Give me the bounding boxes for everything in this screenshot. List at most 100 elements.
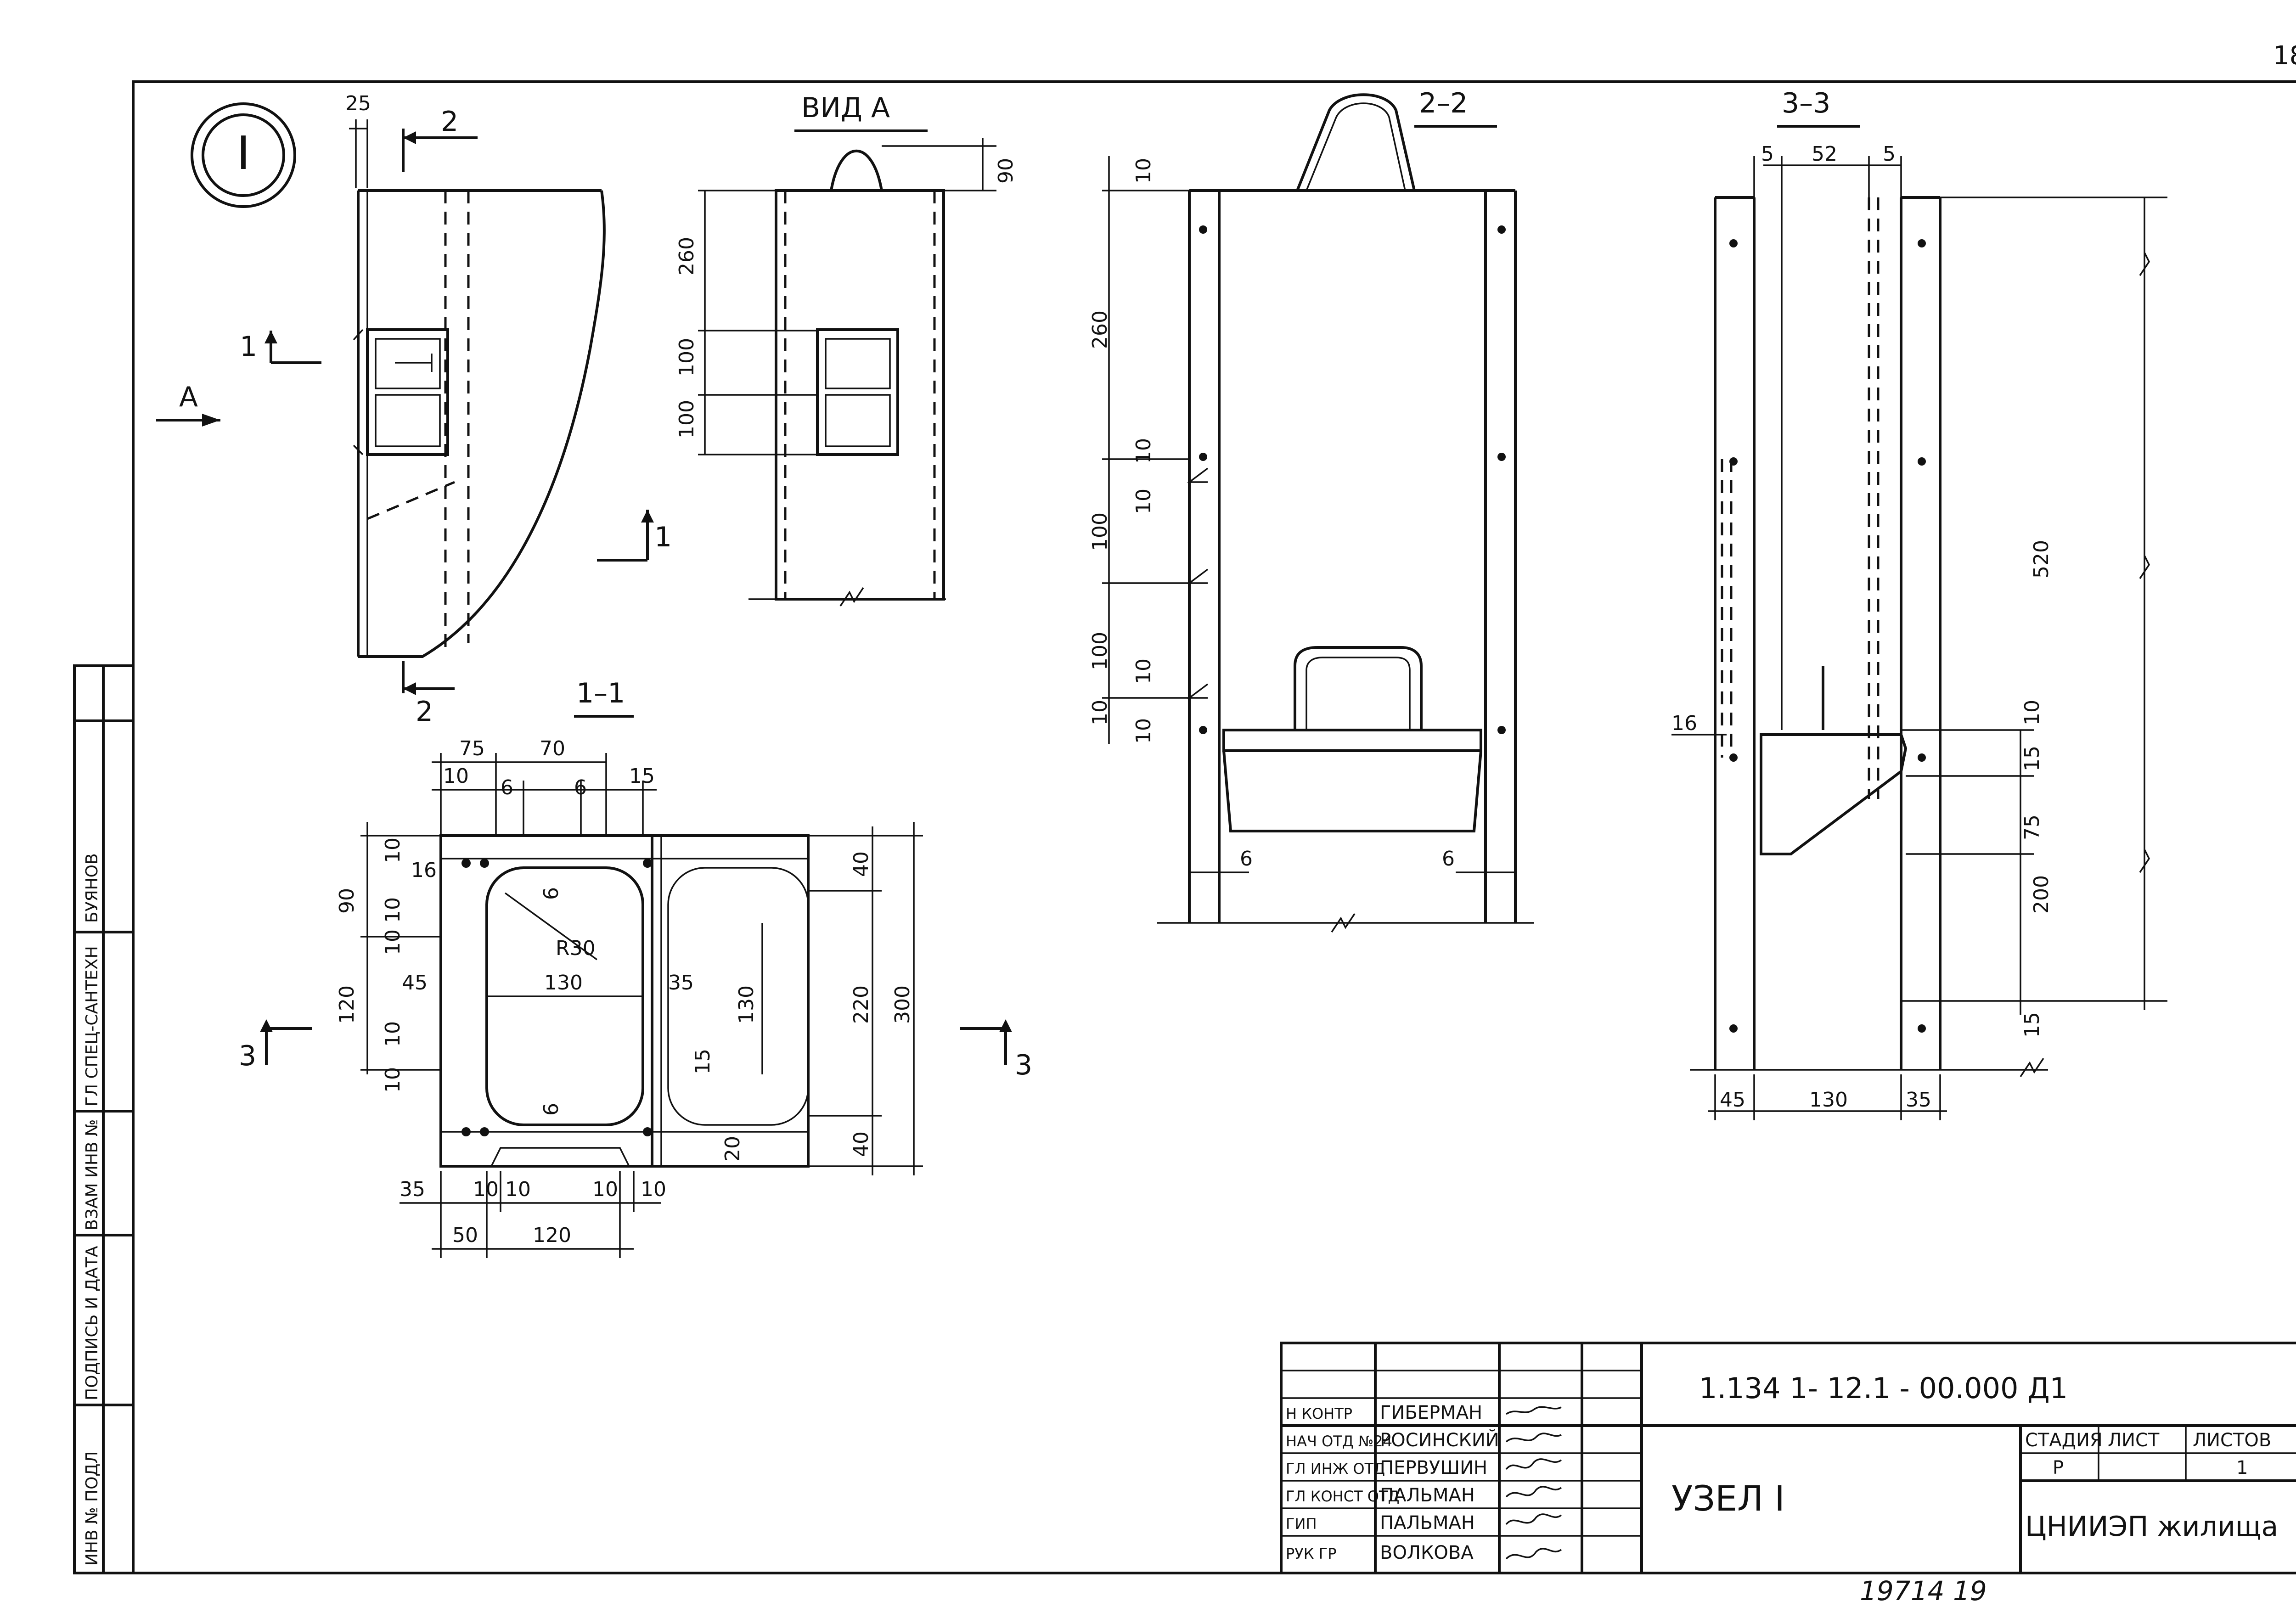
dim-sec1-10-b3: 10 bbox=[592, 1178, 618, 1201]
dim-sec1-6a: 6 bbox=[501, 776, 513, 799]
stage-value: Р bbox=[2053, 1457, 2064, 1478]
view-a-title: ВИД А bbox=[801, 92, 890, 124]
node-marker-label: I bbox=[236, 126, 250, 180]
dim-sec3-520: 520 bbox=[2030, 540, 2053, 579]
dim-sec1-45: 45 bbox=[402, 971, 428, 995]
dim-view-a-100-1: 100 bbox=[675, 338, 698, 376]
dim-sec1-10-l4: 10 bbox=[381, 1021, 405, 1047]
section-1-title: 1–1 bbox=[576, 677, 625, 709]
cut-1-right-label: 1 bbox=[654, 521, 672, 553]
dim-sec3-52: 52 bbox=[1812, 142, 1837, 166]
sheet-name: УЗЕЛ I bbox=[1671, 1478, 1785, 1519]
dim-sec1-6-inner-top: 6 bbox=[540, 887, 563, 900]
section-3-3: 3–3 5 52 5 bbox=[1671, 87, 2167, 1120]
dim-sec2-6-right: 6 bbox=[1442, 847, 1455, 871]
name-4: ПАЛЬМАН bbox=[1380, 1512, 1475, 1534]
role-2: ГЛ ИНЖ ОТД bbox=[1286, 1460, 1385, 1478]
cut-2-top-label: 2 bbox=[441, 106, 458, 138]
name-0: ГИБЕРМАН bbox=[1380, 1402, 1482, 1423]
role-4: ГИП bbox=[1286, 1515, 1317, 1533]
name-1: РОСИНСКИЙ bbox=[1380, 1429, 1499, 1451]
stamp-label-name: БУЯНОВ bbox=[83, 853, 101, 923]
dim-sec3-10: 10 bbox=[2020, 700, 2044, 725]
cut-3-left-label: 3 bbox=[239, 1040, 256, 1072]
signature-scribbles bbox=[1505, 1406, 1562, 1560]
organization: ЦНИИЭП жилища bbox=[2025, 1511, 2278, 1543]
name-5: ВОЛКОВА bbox=[1380, 1542, 1474, 1563]
stamp-label-spec: ГЛ СПЕЦ-САНТЕХН bbox=[83, 946, 101, 1107]
dim-sec1-35-bottom: 35 bbox=[400, 1178, 425, 1201]
dim-view-a-100-2: 100 bbox=[675, 400, 698, 438]
page-number: 18 bbox=[2273, 41, 2296, 71]
stamp-label-inv-original: ИНВ № ПОДЛ bbox=[83, 1451, 101, 1566]
dim-sec1-220: 220 bbox=[850, 985, 873, 1024]
dim-sec3-200: 200 bbox=[2030, 875, 2053, 914]
view-a: ВИД А 260 100 100 90 bbox=[675, 92, 1018, 607]
dim-sec1-70: 70 bbox=[540, 737, 565, 760]
dim-sec1-75: 75 bbox=[459, 737, 485, 760]
section-3-title: 3–3 bbox=[1782, 87, 1830, 119]
dim-view-a-260: 260 bbox=[675, 237, 698, 275]
dim-sec3-15b: 15 bbox=[2020, 1012, 2044, 1038]
title-block: 1.134 1- 12.1 - 00.000 Д1 УЗЕЛ I СТАДИЯ … bbox=[1280, 1342, 2296, 1574]
dim-sec3-130: 130 bbox=[1809, 1088, 1848, 1112]
dim-sec1-40-bottom: 40 bbox=[850, 1131, 873, 1157]
section-1-1: 1–1 75 70 10 6 6 15 90 bbox=[239, 677, 1032, 1258]
dim-sec1-300: 300 bbox=[891, 985, 914, 1024]
dim-sec1-10-b2: 10 bbox=[505, 1178, 531, 1201]
stamp-label-signature-date: ПОДПИСЬ И ДАТА bbox=[83, 1246, 101, 1400]
dim-sec1-6b: 6 bbox=[574, 776, 587, 799]
name-3: ПАЛЬМАН bbox=[1380, 1485, 1475, 1506]
stamp-label-inv-replace: ВЗАМ ИНВ № bbox=[83, 1119, 101, 1231]
dim-sec1-90: 90 bbox=[335, 888, 359, 914]
dim-sec2-100b: 100 bbox=[1088, 632, 1112, 670]
dim-sec3-35: 35 bbox=[1906, 1088, 1931, 1112]
dim-sec1-130-h: 130 bbox=[544, 971, 583, 995]
dim-sec1-120: 120 bbox=[335, 985, 359, 1024]
stage-header: СТАДИЯ bbox=[2025, 1430, 2103, 1451]
plan-view: 25 2 2 1 1 A bbox=[156, 92, 672, 728]
dim-sec2-10d: 10 bbox=[1132, 658, 1155, 684]
dim-sec1-6-inner-bottom: 6 bbox=[540, 1103, 563, 1116]
dim-sec3-45: 45 bbox=[1720, 1088, 1745, 1112]
bottom-note: 19714 19 bbox=[1860, 1575, 1987, 1607]
dim-sec1-10-l1: 10 bbox=[381, 837, 405, 863]
dim-sec1-10-l3: 10 bbox=[381, 929, 405, 955]
sheets-value: 1 bbox=[2236, 1457, 2248, 1478]
arrow-a-label: A bbox=[179, 381, 198, 413]
dim-sec1-15-top: 15 bbox=[629, 764, 655, 788]
node-marker: I bbox=[191, 102, 296, 208]
role-3: ГЛ КОНСТ ОТД bbox=[1286, 1488, 1400, 1505]
dim-sec2-10e: 10 bbox=[1088, 700, 1112, 725]
dim-view-a-90: 90 bbox=[994, 158, 1018, 184]
dim-sec2-10c: 10 bbox=[1132, 489, 1155, 514]
dim-sec3-5-left: 5 bbox=[1761, 142, 1774, 166]
section-2-title: 2–2 bbox=[1419, 87, 1468, 119]
cut-2-bottom-label: 2 bbox=[416, 696, 433, 728]
dim-sec1-20: 20 bbox=[721, 1136, 744, 1162]
dim-sec2-10f: 10 bbox=[1132, 718, 1155, 744]
cut-3-right-label: 3 bbox=[1015, 1049, 1032, 1081]
dim-sec1-120-bottom: 120 bbox=[533, 1224, 571, 1247]
left-stamp: ГЛ СПЕЦ-САНТЕХН БУЯНОВ ВЗАМ ИНВ № ПОДПИС… bbox=[73, 664, 135, 1574]
dim-sec1-10-top: 10 bbox=[443, 764, 469, 788]
dim-sec1-16: 16 bbox=[411, 859, 437, 882]
sheet-header: ЛИСТ bbox=[2108, 1430, 2160, 1451]
dim-sec3-75: 75 bbox=[2020, 815, 2044, 840]
dim-sec2-10a: 10 bbox=[1132, 158, 1155, 184]
document-code: 1.134 1- 12.1 - 00.000 Д1 bbox=[1699, 1371, 2068, 1405]
dim-sec1-15-inner: 15 bbox=[691, 1049, 715, 1074]
name-2: ПЕРВУШИН bbox=[1380, 1457, 1487, 1478]
sheets-header: ЛИСТОВ bbox=[2193, 1430, 2271, 1451]
role-0: Н КОНТР bbox=[1286, 1405, 1352, 1422]
dim-sec1-40-top: 40 bbox=[850, 851, 873, 877]
dim-sec3-16: 16 bbox=[1671, 712, 1697, 735]
dim-sec3-5-right: 5 bbox=[1883, 142, 1896, 166]
role-5: РУК ГР bbox=[1286, 1545, 1337, 1562]
dim-sec1-50: 50 bbox=[452, 1224, 478, 1247]
dim-sec2-260: 260 bbox=[1088, 310, 1112, 349]
cut-1-left-label: 1 bbox=[240, 331, 257, 363]
dim-sec1-130-v: 130 bbox=[735, 985, 758, 1024]
dim-sec2-6-left: 6 bbox=[1240, 847, 1253, 871]
